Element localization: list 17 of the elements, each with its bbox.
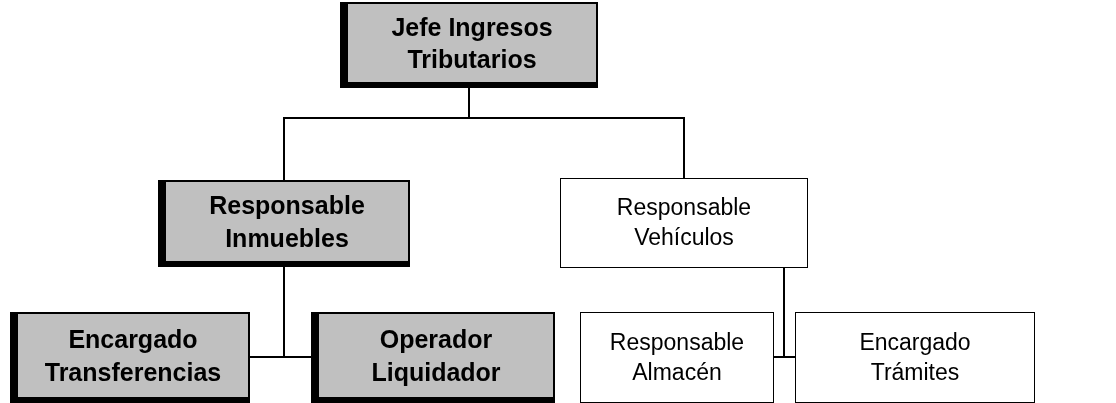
position-title: Operador Liquidador — [370, 324, 502, 388]
position-box — [580, 312, 774, 403]
position-box — [560, 178, 808, 268]
connector-line — [783, 267, 796, 358]
position-title: Responsable Almacén — [608, 327, 746, 387]
position-title: Responsable Inmuebles — [208, 190, 366, 254]
connector-line — [283, 266, 312, 358]
position-box — [158, 180, 410, 267]
connector-line — [468, 87, 685, 179]
position-title: Jefe Ingresos Tributarios — [390, 11, 554, 75]
position-box — [795, 312, 1035, 403]
position-title: Responsable Vehículos — [615, 193, 753, 252]
position-title: Encargado Transferencias — [43, 324, 223, 388]
position-box — [311, 312, 555, 403]
position-title: Encargado Trámites — [858, 327, 972, 387]
position-box — [340, 2, 598, 88]
position-box — [10, 312, 250, 403]
